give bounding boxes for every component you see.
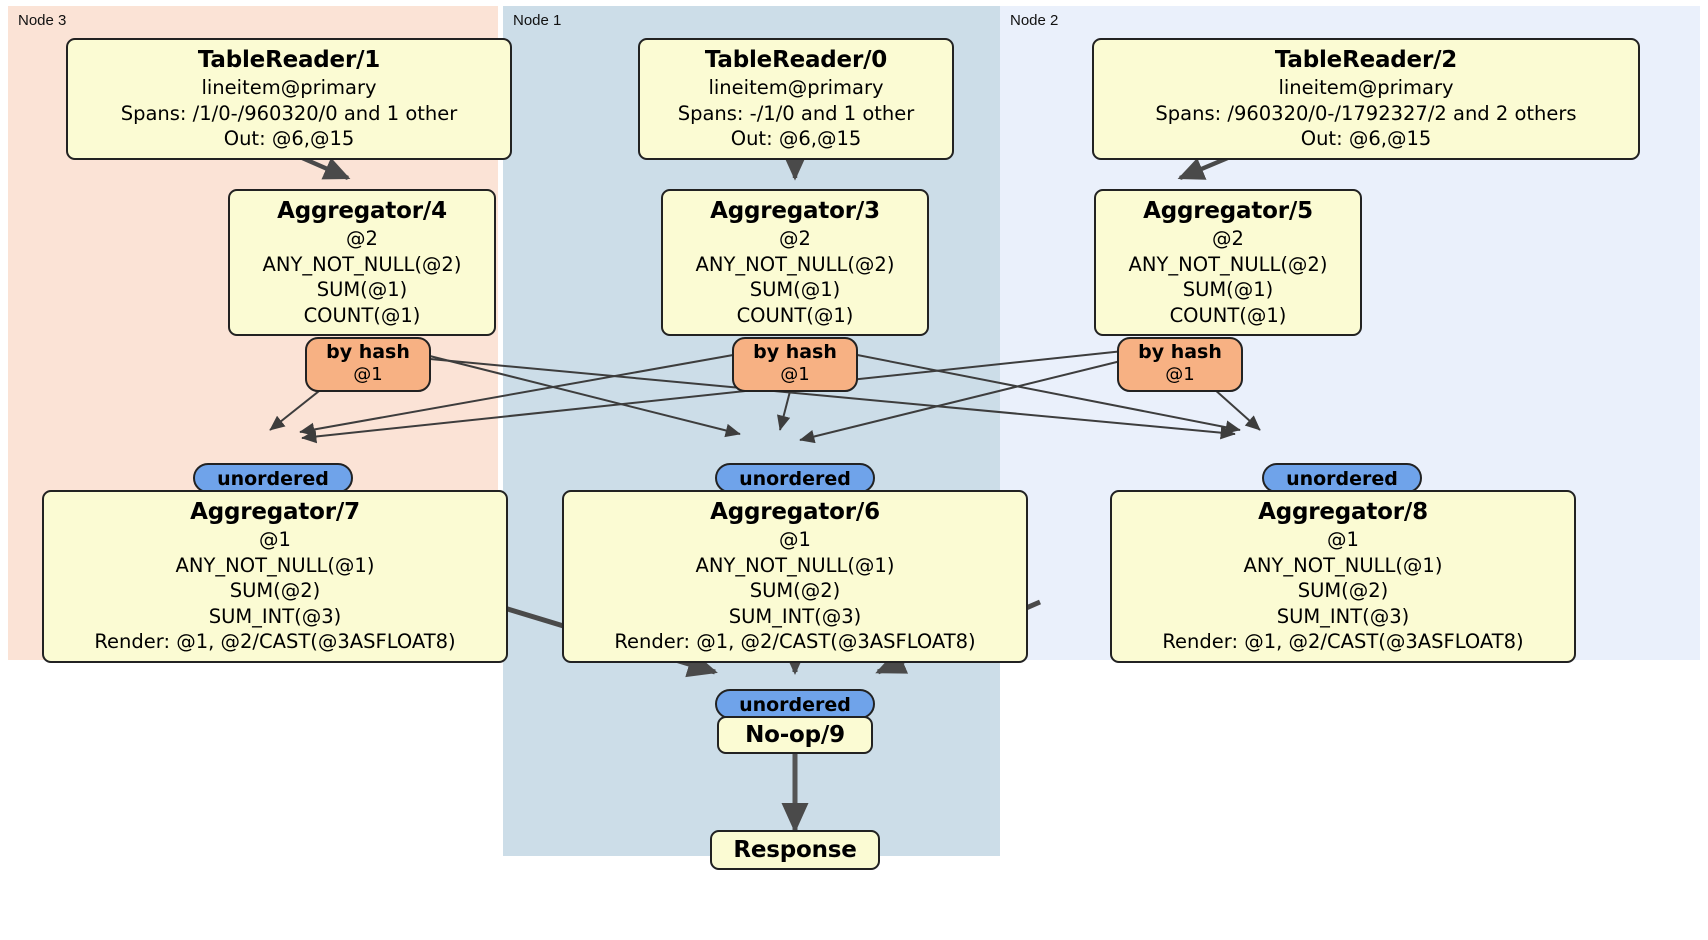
processor-line: ANY_NOT_NULL(@1) <box>175 553 375 577</box>
hash-router-label: by hash <box>1138 341 1222 363</box>
node-panel-label-node3: Node 3 <box>18 12 67 29</box>
processor-line: ANY_NOT_NULL(@2) <box>262 252 462 276</box>
processor-line: SUM(@1) <box>316 278 408 301</box>
processor-tablereader-0[interactable]: TableReader/0 lineitem@primary Spans: -/… <box>638 38 954 160</box>
processor-line: Out: @6,@15 <box>223 127 355 150</box>
processor-tablereader-2[interactable]: TableReader/2 lineitem@primary Spans: /9… <box>1092 38 1640 160</box>
processor-line: lineitem@primary <box>201 76 377 99</box>
unordered-sync-aggregator-7[interactable]: unordered <box>193 463 353 493</box>
hash-router-aggregator-4[interactable]: by hash @1 <box>305 337 431 392</box>
processor-line: SUM_INT(@3) <box>208 604 342 628</box>
processor-line: Spans: -/1/0 and 1 other <box>677 101 915 125</box>
processor-title: Aggregator/6 <box>710 499 880 525</box>
processor-line: Out: @6,@15 <box>730 127 862 150</box>
processor-line: @2 <box>346 227 378 250</box>
processor-aggregator-4[interactable]: Aggregator/4 @2 ANY_NOT_NULL(@2) SUM(@1)… <box>228 189 496 336</box>
processor-aggregator-5[interactable]: Aggregator/5 @2 ANY_NOT_NULL(@2) SUM(@1)… <box>1094 189 1362 336</box>
processor-response[interactable]: Response <box>710 830 880 870</box>
processor-title: Response <box>733 836 857 863</box>
processor-title: No-op/9 <box>745 721 845 748</box>
processor-noop-9[interactable]: No-op/9 <box>717 716 873 754</box>
processor-line: Spans: /960320/0-/1792327/2 and 2 others <box>1155 101 1577 125</box>
processor-line: ANY_NOT_NULL(@2) <box>695 252 895 276</box>
processor-line: Spans: /1/0-/960320/0 and 1 other <box>120 101 458 125</box>
processor-aggregator-8[interactable]: Aggregator/8 @1 ANY_NOT_NULL(@1) SUM(@2)… <box>1110 490 1576 663</box>
hash-router-column: @1 <box>1165 364 1195 385</box>
processor-title: TableReader/0 <box>704 47 888 73</box>
processor-aggregator-3[interactable]: Aggregator/3 @2 ANY_NOT_NULL(@2) SUM(@1)… <box>661 189 929 336</box>
processor-title: TableReader/2 <box>1274 47 1458 73</box>
hash-router-label: by hash <box>326 341 410 363</box>
processor-line: COUNT(@1) <box>736 303 854 327</box>
processor-line: SUM(@2) <box>749 579 841 602</box>
processor-line: lineitem@primary <box>708 76 884 99</box>
processor-line: Render: @1, @2/CAST(@3ASFLOAT8) <box>614 630 976 653</box>
unordered-sync-label: unordered <box>217 468 329 490</box>
processor-line: @2 <box>779 227 811 250</box>
hash-router-column: @1 <box>780 364 810 385</box>
processor-line: lineitem@primary <box>1278 76 1454 99</box>
processor-line: @1 <box>259 528 291 551</box>
processor-line: Out: @6,@15 <box>1300 127 1432 150</box>
processor-title: Aggregator/7 <box>190 499 360 525</box>
unordered-sync-label: unordered <box>739 694 851 716</box>
unordered-sync-aggregator-6[interactable]: unordered <box>715 463 875 493</box>
unordered-sync-noop-9[interactable]: unordered <box>715 689 875 719</box>
processor-line: COUNT(@1) <box>303 303 421 327</box>
processor-line: Render: @1, @2/CAST(@3ASFLOAT8) <box>94 630 456 653</box>
unordered-sync-label: unordered <box>1286 468 1398 490</box>
processor-line: SUM(@2) <box>229 579 321 602</box>
processor-title: Aggregator/4 <box>277 198 447 224</box>
hash-router-label: by hash <box>753 341 837 363</box>
processor-title: TableReader/1 <box>197 47 381 73</box>
unordered-sync-label: unordered <box>739 468 851 490</box>
processor-line: ANY_NOT_NULL(@2) <box>1128 252 1328 276</box>
node-panel-label-node1: Node 1 <box>513 12 562 29</box>
processor-aggregator-7[interactable]: Aggregator/7 @1 ANY_NOT_NULL(@1) SUM(@2)… <box>42 490 508 663</box>
hash-router-aggregator-3[interactable]: by hash @1 <box>732 337 858 392</box>
processor-tablereader-1[interactable]: TableReader/1 lineitem@primary Spans: /1… <box>66 38 512 160</box>
processor-line: SUM_INT(@3) <box>1276 604 1410 628</box>
processor-line: SUM_INT(@3) <box>728 604 862 628</box>
processor-title: Aggregator/3 <box>710 198 880 224</box>
processor-line: @1 <box>1327 528 1359 551</box>
processor-title: Aggregator/5 <box>1143 198 1313 224</box>
processor-aggregator-6[interactable]: Aggregator/6 @1 ANY_NOT_NULL(@1) SUM(@2)… <box>562 490 1028 663</box>
processor-line: Render: @1, @2/CAST(@3ASFLOAT8) <box>1162 630 1524 653</box>
processor-line: ANY_NOT_NULL(@1) <box>695 553 895 577</box>
processor-line: ANY_NOT_NULL(@1) <box>1243 553 1443 577</box>
processor-line: @2 <box>1212 227 1244 250</box>
processor-line: SUM(@1) <box>1182 278 1274 301</box>
processor-line: SUM(@1) <box>749 278 841 301</box>
node-panel-label-node2: Node 2 <box>1010 12 1059 29</box>
processor-line: COUNT(@1) <box>1169 303 1287 327</box>
hash-router-aggregator-5[interactable]: by hash @1 <box>1117 337 1243 392</box>
hash-router-column: @1 <box>353 364 383 385</box>
unordered-sync-aggregator-8[interactable]: unordered <box>1262 463 1422 493</box>
processor-title: Aggregator/8 <box>1258 499 1428 525</box>
processor-line: @1 <box>779 528 811 551</box>
processor-line: SUM(@2) <box>1297 579 1389 602</box>
